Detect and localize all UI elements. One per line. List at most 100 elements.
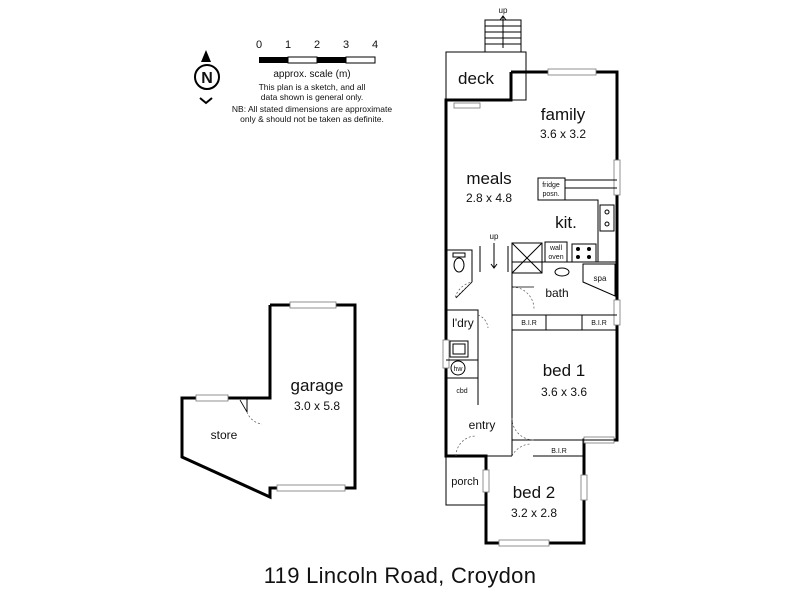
scale-note-line: data shown is general only. xyxy=(261,92,363,102)
disclaimer-line: only & should not be taken as definite. xyxy=(240,114,384,124)
garage-door xyxy=(276,484,346,492)
garage-label: garage xyxy=(291,376,344,395)
scale-tick-2: 2 xyxy=(314,39,320,51)
laundry-wall xyxy=(446,309,479,405)
bedroom-1: B.I.R B.I.R bed 1 3.6 x 3.6 xyxy=(511,262,617,441)
scale-segment xyxy=(287,56,318,64)
scale-tick-1: 1 xyxy=(285,39,291,51)
bed2-size: 3.2 x 2.8 xyxy=(511,506,557,520)
laundry-area: l'dry hw cbd xyxy=(446,309,489,405)
hot-water-label: hw xyxy=(454,366,464,373)
window xyxy=(453,102,481,109)
meals-size: 2.8 x 4.8 xyxy=(466,191,512,205)
family-size: 3.6 x 3.2 xyxy=(540,127,586,141)
compass-north-arrow-icon xyxy=(201,50,211,62)
store-window xyxy=(195,394,229,402)
wall-oven-label-line2: oven xyxy=(548,254,563,261)
property-address: 119 Lincoln Road, Croydon xyxy=(263,563,537,588)
garage-outer-wall xyxy=(180,303,357,500)
stairs-arrow-head-icon xyxy=(499,15,507,21)
sink-drain-icon xyxy=(604,209,610,215)
cupboard-label: cbd xyxy=(456,388,467,395)
toilet-cistern-icon xyxy=(452,252,466,258)
front-stairs: up xyxy=(484,6,522,53)
entry-door-swing xyxy=(455,435,477,457)
bed1-label: bed 1 xyxy=(543,361,586,380)
toilet-icon xyxy=(453,257,465,273)
window xyxy=(442,339,450,369)
family-label: family xyxy=(541,105,586,124)
spa-label: spa xyxy=(594,274,607,283)
window xyxy=(498,539,550,547)
trough-basin-icon xyxy=(452,343,466,355)
window xyxy=(580,474,588,501)
toilet-door xyxy=(455,281,473,299)
bed2-label: bed 2 xyxy=(513,483,556,502)
window xyxy=(482,469,490,493)
bath-door-swing xyxy=(511,286,535,310)
kitchen-bench: fridge posn. wall oven xyxy=(537,177,617,263)
garage-size: 3.0 x 5.8 xyxy=(294,399,340,413)
spa-outline xyxy=(582,263,616,297)
compass-south-chevron-icon xyxy=(199,97,213,105)
disclaimer-line: NB: All stated dimensions are approximat… xyxy=(232,104,392,114)
house-walls: porch xyxy=(444,70,619,545)
bed2-door-swing xyxy=(511,443,531,457)
garage-window xyxy=(289,301,337,309)
fridge-label-line2: posn. xyxy=(542,191,559,198)
vanity-basin-icon xyxy=(554,267,570,277)
house-outer-wall xyxy=(444,70,619,545)
fridge-position xyxy=(537,177,566,201)
store-door-swing xyxy=(246,411,263,425)
scale-label: approx. scale (m) xyxy=(273,69,350,80)
toilet-door-swing xyxy=(454,281,473,300)
scale-tick-0: 0 xyxy=(256,39,262,51)
scale-segment xyxy=(345,56,376,64)
wall-oven-label-line1: wall xyxy=(549,245,563,252)
burner-icon xyxy=(576,247,580,251)
interior-stairs-up-label: up xyxy=(490,232,499,241)
sink-icon xyxy=(599,204,615,232)
compass: N xyxy=(194,50,220,105)
bath-label: bath xyxy=(545,286,568,300)
bir-right-label: B.I.R xyxy=(591,320,607,327)
bed1-door-swing xyxy=(511,417,535,441)
bed1-size: 3.6 x 3.6 xyxy=(541,385,587,399)
bedroom-2: B.I.R bed 2 3.2 x 2.8 xyxy=(486,440,584,520)
scale-note-line: This plan is a sketch, and all xyxy=(259,82,366,92)
porch-label: porch xyxy=(451,476,479,488)
bir-left-label: B.I.R xyxy=(521,320,537,327)
store-door xyxy=(239,399,248,413)
store-label: store xyxy=(211,428,238,442)
window xyxy=(613,159,621,196)
window xyxy=(547,68,597,76)
scale-segment xyxy=(317,57,346,63)
burner-icon xyxy=(587,247,591,251)
cooktop-icon xyxy=(571,243,597,263)
meals-label: meals xyxy=(466,169,511,188)
scale-segment xyxy=(259,57,288,63)
wet-areas: spa bath xyxy=(446,242,617,310)
stairs-up-label: up xyxy=(499,6,508,15)
windows xyxy=(442,68,621,547)
compass-circle-icon xyxy=(194,64,220,90)
compass-letter: N xyxy=(201,70,213,87)
laundry-label: l'dry xyxy=(452,316,474,330)
interior-stairs-arrow-head-icon xyxy=(490,263,498,269)
interior-stairs: up xyxy=(479,232,509,272)
burner-icon xyxy=(587,255,591,259)
fridge-label-line1: fridge xyxy=(542,182,560,189)
bed2-bir-label: B.I.R xyxy=(551,448,567,455)
shower-diagonal xyxy=(511,242,543,274)
deck-label: deck xyxy=(458,69,494,88)
kitchen-label: kit. xyxy=(555,213,577,232)
sink-drain-icon xyxy=(604,221,610,227)
window xyxy=(613,299,621,326)
laundry-door-swing xyxy=(477,314,489,329)
hot-water-unit-icon xyxy=(450,360,466,376)
toilet-wall xyxy=(446,249,473,282)
scale-tick-4: 4 xyxy=(372,39,378,51)
scale-bar: 0 1 2 3 4 approx. scale (m) This plan is… xyxy=(232,39,392,124)
burner-icon xyxy=(576,255,580,259)
